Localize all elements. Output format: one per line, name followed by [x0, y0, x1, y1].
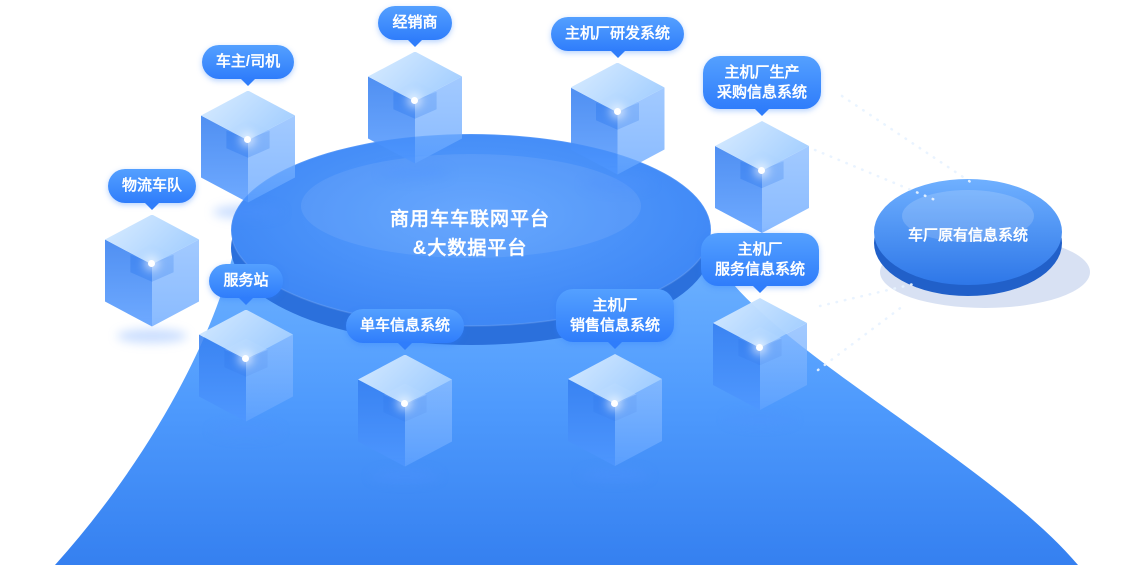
- connector-sales: [816, 304, 905, 372]
- connector-service: [818, 281, 920, 308]
- cube-icon: [713, 298, 807, 410]
- glow-dot: [758, 166, 765, 174]
- connector-lines: [813, 94, 974, 372]
- connector-production-top: [840, 94, 974, 185]
- platform-beam: [55, 245, 1078, 565]
- bubble-label: 主机厂 服务信息系统: [715, 241, 806, 278]
- node-oem-sales: 主机厂 销售信息系统: [556, 289, 675, 482]
- bubble-oem-sales: 主机厂 销售信息系统: [556, 289, 675, 342]
- glow-dot: [756, 343, 763, 351]
- legacy-system-disk: [874, 179, 1090, 308]
- cube-icon: [105, 214, 199, 327]
- cube-reflection: [725, 412, 795, 426]
- cube-icon: [570, 62, 665, 175]
- cube-icon: [358, 354, 452, 467]
- bubble-label: 主机厂研发系统: [565, 25, 671, 42]
- node-oem-production: 主机厂生产 采购信息系统: [703, 56, 822, 249]
- glow-dot: [244, 136, 251, 144]
- cube-icon: [568, 354, 662, 466]
- node-vehicle-info: 单车信息系统: [346, 309, 465, 483]
- cube-icon: [201, 90, 295, 203]
- node-oem-service: 主机厂 服务信息系统: [701, 233, 820, 426]
- bubble-service-station: 服务站: [209, 264, 283, 298]
- bubble-label: 物流车队: [121, 177, 182, 194]
- bubble-vehicle-info: 单车信息系统: [346, 309, 465, 343]
- bubble-label: 车主/司机: [215, 53, 281, 70]
- platform-stage: [230, 133, 712, 345]
- bubble-owner-driver: 车主/司机: [201, 45, 295, 79]
- node-service-station: 服务站: [199, 264, 293, 438]
- bubble-oem-rd: 主机厂研发系统: [551, 17, 685, 51]
- connector-production-cube: [813, 148, 942, 204]
- glow-dot: [611, 399, 618, 407]
- cube-reflection: [213, 204, 283, 219]
- bubble-oem-service: 主机厂 服务信息系统: [701, 233, 820, 286]
- cube-reflection: [211, 423, 281, 438]
- bubble-label: 服务站: [223, 272, 269, 289]
- bubble-label: 主机厂生产 采购信息系统: [717, 64, 808, 101]
- node-oem-rd: 主机厂研发系统: [551, 17, 685, 191]
- cube-reflection: [117, 328, 187, 343]
- glow-dot: [148, 260, 155, 268]
- bubble-label: 经销商: [392, 14, 438, 31]
- cube-icon: [715, 121, 809, 233]
- glow-dot: [613, 108, 621, 116]
- cube-icon: [368, 51, 462, 164]
- bubble-oem-production: 主机厂生产 采购信息系统: [703, 56, 822, 109]
- cube-reflection: [580, 468, 650, 482]
- glow-dot: [401, 400, 408, 408]
- node-owner-driver: 车主/司机: [201, 45, 295, 219]
- bubble-label: 主机厂 销售信息系统: [570, 297, 661, 334]
- glow-dot: [242, 355, 249, 363]
- cube-icon: [199, 309, 293, 422]
- bubble-label: 单车信息系统: [360, 317, 451, 334]
- cube-reflection: [380, 165, 450, 180]
- cube-reflection: [370, 468, 440, 483]
- cube-reflection: [582, 176, 653, 191]
- legacy-system-label: 车厂原有信息系统: [907, 227, 1028, 244]
- node-logistics-fleet: 物流车队: [105, 169, 199, 343]
- bubble-dealer: 经销商: [378, 6, 452, 40]
- glow-dot: [411, 97, 418, 105]
- platform-title: 商用车车联网平台 &大数据平台: [389, 209, 550, 259]
- node-dealer: 经销商: [368, 6, 462, 180]
- bubble-logistics-fleet: 物流车队: [107, 169, 196, 203]
